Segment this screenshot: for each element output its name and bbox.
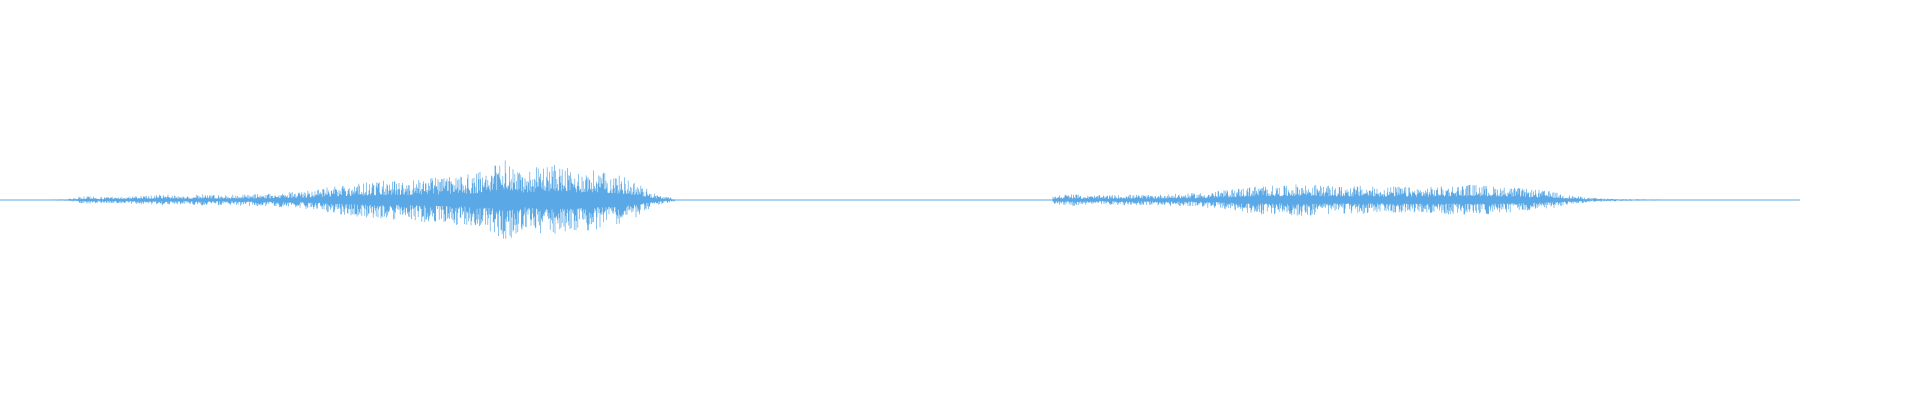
waveform-clip-2 [674, 199, 1053, 201]
waveform-clip-1 [0, 160, 675, 239]
waveform-clip-3 [1052, 184, 1684, 216]
waveform-clips [0, 160, 1684, 239]
